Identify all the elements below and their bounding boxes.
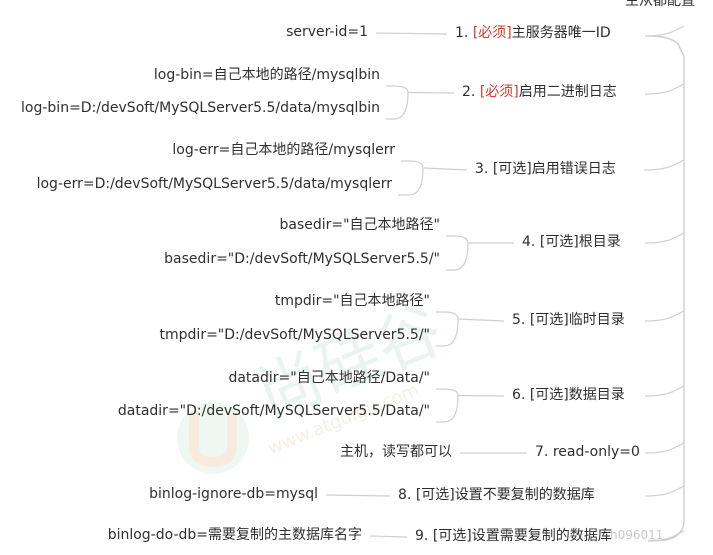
node-number: 3. bbox=[475, 161, 493, 177]
spine-branch bbox=[644, 485, 685, 497]
config-line: datadir="D:/devSoft/MySQLServer5.5/Data/… bbox=[117, 403, 430, 419]
node-title-text: 主服务器唯一ID bbox=[511, 25, 611, 41]
node-title-text: read-only=0 bbox=[552, 444, 640, 460]
node-number: 4. bbox=[522, 234, 540, 250]
node-title-5: 5. [可选]临时目录 bbox=[512, 313, 625, 327]
node-title-text: 数据目录 bbox=[568, 387, 625, 403]
required-tag: [必须] bbox=[472, 25, 512, 41]
spine-branch bbox=[644, 25, 685, 37]
spine-branch bbox=[644, 232, 685, 244]
spine-branch bbox=[647, 530, 685, 542]
config-line: log-bin=D:/devSoft/MySQLServer5.5/data/m… bbox=[21, 100, 380, 116]
node-title-text: 设置需要复制的数据库 bbox=[471, 528, 612, 544]
connector bbox=[422, 167, 468, 171]
header-text: 主从都配置 bbox=[625, 0, 695, 9]
connector bbox=[375, 32, 448, 35]
node-title-6: 6. [可选]数据目录 bbox=[512, 388, 625, 402]
config-line: log-err=自己本地的路径/mysqlerr bbox=[172, 142, 395, 158]
optional-tag: [可选] bbox=[529, 312, 569, 328]
spine-branch bbox=[644, 310, 685, 322]
config-line: tmpdir="自己本地路径" bbox=[274, 293, 430, 309]
spine-branch bbox=[644, 385, 685, 397]
config-line: binlog-ignore-db=mysql bbox=[149, 486, 318, 502]
required-tag: [必须] bbox=[479, 84, 519, 100]
node-number: 8. bbox=[398, 487, 416, 503]
node-number: 1. bbox=[455, 25, 473, 41]
node-title-8: 8. [可选]设置不要复制的数据库 bbox=[398, 488, 595, 502]
node-number: 5. bbox=[512, 312, 530, 328]
connector bbox=[369, 535, 408, 538]
watermark-u-icon bbox=[177, 402, 249, 474]
node-title-3: 3. [可选]启用错误日志 bbox=[475, 162, 616, 176]
node-number: 2. bbox=[462, 84, 480, 100]
config-line: log-bin=自己本地的路径/mysqlbin bbox=[153, 67, 380, 83]
node-number: 7. bbox=[535, 444, 553, 460]
node-title-4: 4. [可选]根目录 bbox=[522, 235, 621, 249]
node-number: 6. bbox=[512, 387, 530, 403]
node-title-2: 2. [必须]启用二进制日志 bbox=[462, 85, 617, 99]
node-title-text: 临时目录 bbox=[568, 312, 625, 328]
spine-branch bbox=[644, 442, 685, 454]
config-line: basedir="自己本地路径" bbox=[279, 217, 440, 233]
config-line: tmpdir="D:/devSoft/MySQLServer5.5/" bbox=[159, 327, 430, 343]
optional-tag: [可选] bbox=[432, 528, 472, 544]
optional-tag: [可选] bbox=[529, 387, 569, 403]
optional-tag: [可选] bbox=[415, 487, 455, 503]
config-line: server-id=1 bbox=[286, 24, 368, 40]
spine-branch bbox=[644, 83, 685, 95]
node-title-7: 7. read-only=0 bbox=[535, 445, 640, 459]
node-title-text: 根目录 bbox=[578, 234, 621, 250]
connector bbox=[325, 494, 391, 497]
config-line: binlog-do-db=需要复制的主数据库名字 bbox=[107, 527, 362, 543]
optional-tag: [可选] bbox=[492, 161, 532, 177]
spine-branch bbox=[643, 159, 685, 171]
node-title-9: 9. [可选]设置需要复制的数据库 bbox=[415, 529, 612, 543]
node-title-text: 启用二进制日志 bbox=[518, 84, 617, 100]
connector bbox=[457, 394, 505, 397]
config-line: log-err=D:/devSoft/MySQLServer5.5/data/m… bbox=[36, 176, 392, 192]
config-line: datadir="自己本地路径/Data/" bbox=[228, 370, 430, 386]
watermark-credit: h096011 bbox=[610, 528, 664, 542]
config-line: basedir="D:/devSoft/MySQLServer5.5/" bbox=[164, 251, 440, 267]
config-line: 主机，读写都可以 bbox=[340, 444, 452, 460]
optional-tag: [可选] bbox=[539, 234, 579, 250]
connector bbox=[407, 91, 455, 94]
node-title-text: 设置不要复制的数据库 bbox=[454, 487, 595, 503]
node-number: 9. bbox=[415, 528, 433, 544]
main-spine bbox=[647, 35, 685, 542]
node-title-1: 1. [必须]主服务器唯一ID bbox=[455, 26, 611, 40]
connector bbox=[457, 318, 505, 322]
node-title-text: 启用错误日志 bbox=[531, 161, 616, 177]
